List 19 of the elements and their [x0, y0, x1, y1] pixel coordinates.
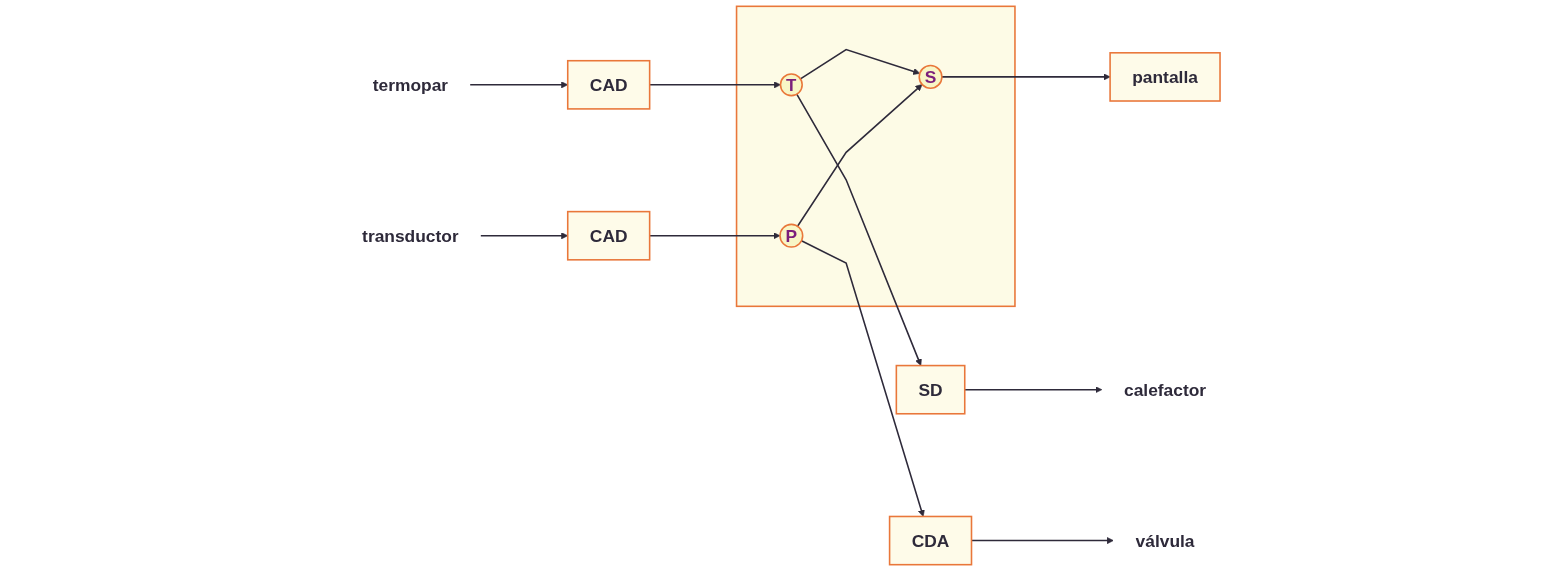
node-circle: S — [918, 64, 943, 90]
node-text: calefactor — [1123, 379, 1206, 400]
node-circle: T — [779, 73, 803, 97]
node-text: termopar — [372, 74, 448, 95]
node-box: SD — [895, 364, 966, 415]
node-box: CAD — [566, 59, 651, 110]
arrow — [479, 232, 568, 240]
arrow — [795, 93, 922, 366]
node-box: CDA — [888, 515, 973, 566]
cluster — [735, 5, 1016, 308]
node-circle: P — [779, 223, 804, 248]
arrow — [469, 81, 568, 89]
node-box: pantalla — [1109, 52, 1221, 102]
node-text: transductor — [361, 225, 459, 246]
arrow — [799, 48, 920, 80]
node-box: CAD — [566, 210, 651, 261]
node-text: válvula — [1135, 530, 1195, 551]
arrow — [796, 84, 923, 228]
arrow — [800, 240, 925, 517]
